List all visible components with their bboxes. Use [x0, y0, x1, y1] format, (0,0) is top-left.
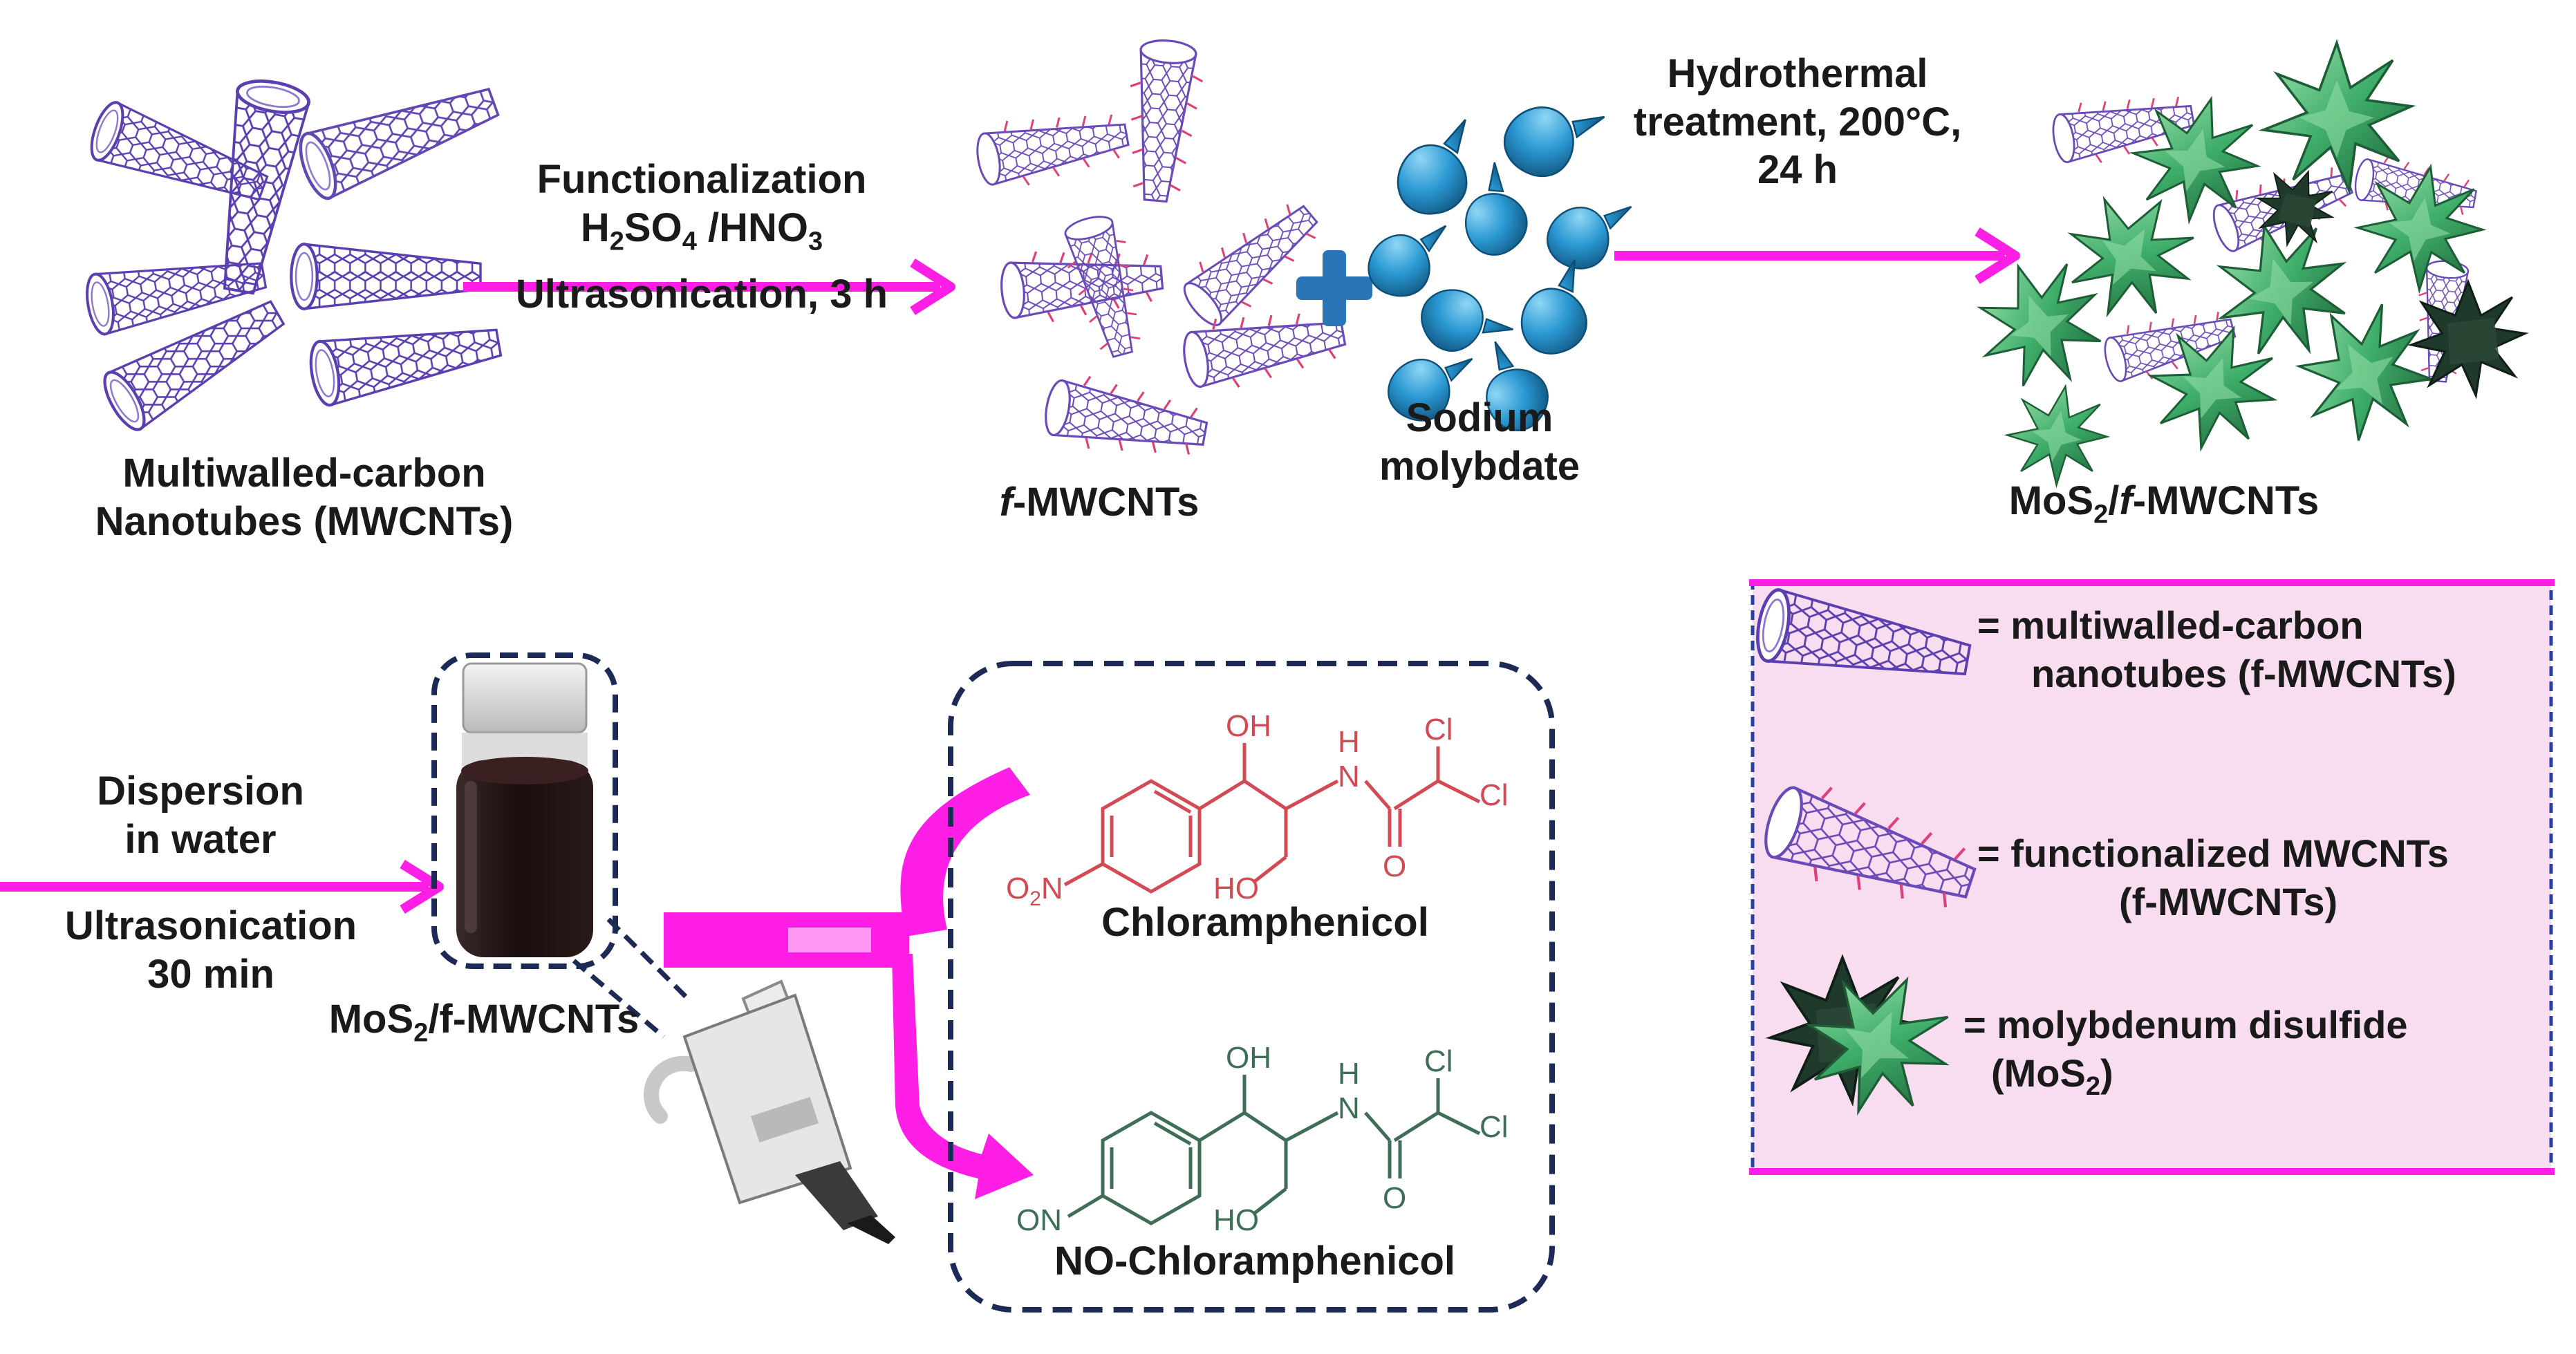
mwcnt-label-line2: Nanotubes (MWCNTs) [95, 498, 514, 544]
nochlor-n: N [1338, 1091, 1360, 1125]
chlor-cl-2: Cl [1480, 778, 1509, 812]
chlor-o: O [1383, 849, 1406, 883]
mwcnt-cluster [83, 70, 505, 435]
arrow-functionalization [463, 258, 955, 315]
mwcnt-label: Multiwalled-carbon Nanotubes (MWCNTs) [41, 449, 567, 545]
chlor-oh: OH [1226, 709, 1271, 743]
legend-item-fmwcnt: = functionalized MWCNTs (f-MWCNTs) [1977, 831, 2449, 923]
nochloramphenicol-structure [1067, 1075, 1481, 1225]
chlor-o2n: O2N [1006, 872, 1063, 910]
legend-item-mos2: = molybdenum disulfide (MoS2) [1963, 1003, 2408, 1102]
chlor-cl-1: Cl [1424, 713, 1453, 746]
nochloramphenicol-atoms: OH H N Cl Cl O HO ON [1016, 1041, 1509, 1237]
chlor-h: H [1338, 725, 1360, 759]
pipette [644, 979, 895, 1244]
nochlor-cl-1: Cl [1424, 1044, 1453, 1078]
step1-line1: Functionalization [536, 157, 867, 202]
chlor-n: N [1338, 760, 1360, 793]
nochloramphenicol-label: NO-Chloramphenicol [1054, 1239, 1456, 1284]
nochlor-oh: OH [1226, 1041, 1271, 1075]
nochlor-on: ON [1016, 1203, 1062, 1237]
vial-label: MoS2/f-MWCNTs [328, 997, 640, 1048]
vial [431, 652, 618, 969]
plus-icon [1296, 250, 1372, 326]
nochlor-ho: HO [1213, 1203, 1259, 1237]
chloramphenicol-structure [1063, 743, 1481, 894]
ultrasonication-label: Ultrasonication 30 min [64, 903, 357, 997]
arrow-split [664, 767, 1034, 1199]
chloramphenicol-atoms: OH H N Cl Cl O HO O2N [1006, 709, 1509, 910]
step2-label: Hydrothermal treatment, 200°C, 24 h [1633, 51, 1962, 193]
step1-line3: Ultrasonication, 3 h [515, 271, 888, 317]
fmwcnt-cluster [971, 37, 1351, 469]
chloramphenicol-label: Chloramphenicol [1101, 900, 1429, 945]
nochlor-o: O [1383, 1181, 1406, 1215]
step1-label: Functionalization H2SO4 /HNO3 Ultrasonic… [477, 156, 926, 318]
mwcnt-label-line1: Multiwalled-carbon [122, 451, 486, 496]
vial-pipette-connector [572, 917, 693, 1039]
nochlor-h: H [1338, 1057, 1360, 1091]
nochlor-cl-2: Cl [1480, 1110, 1509, 1144]
step1-line2: H2SO4 /HNO3 [580, 205, 823, 256]
product-label: MoS2/f-MWCNTs [2008, 478, 2320, 529]
molecule-box [948, 661, 1555, 1313]
fmwcnt-label: f-MWCNTs [999, 480, 1200, 525]
arrow-dispersion [0, 860, 444, 914]
dispersion-label: Dispersion in water [97, 769, 304, 862]
legend-item-mwcnt: = multiwalled-carbon nanotubes (f-MWCNTs… [1977, 603, 2456, 695]
mos2-fmwcnt-composite [1959, 41, 2526, 493]
sodium-molybdate-label: Sodium molybdate [1379, 395, 1580, 489]
chlor-ho: HO [1213, 872, 1259, 905]
arrow-hydrothermal [1614, 227, 2020, 284]
